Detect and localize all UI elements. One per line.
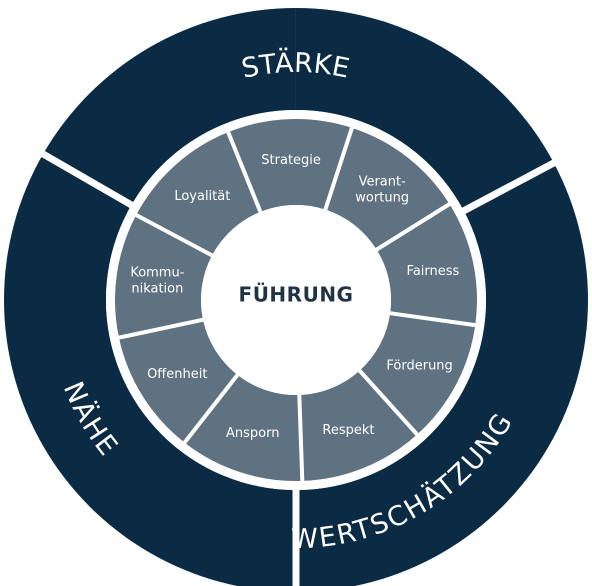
segment-strategie [228, 118, 352, 212]
segment-label: Offenheit [147, 367, 207, 382]
segment-förderung [359, 313, 476, 435]
inner-separator [387, 310, 483, 329]
segment-label: Respekt [322, 423, 374, 438]
inner-separator [178, 372, 241, 450]
outer-ring-band [3, 8, 588, 586]
inner-separator [356, 367, 424, 442]
center-label: FÜHRUNG [239, 283, 354, 307]
inner-separator [223, 124, 264, 215]
inner-separator [111, 317, 206, 342]
inner-separator [373, 198, 457, 253]
inner-separator [297, 392, 305, 488]
center-disc [201, 205, 391, 395]
segment-respekt [299, 370, 418, 481]
outer-separator [39, 149, 135, 210]
segment-label: Ansporn [226, 426, 279, 441]
segment-loyalität [136, 132, 261, 256]
segment-label: Kommu-nikation [130, 266, 184, 297]
segment-verantwortung [325, 127, 450, 250]
segment-label: Förderung [386, 359, 452, 374]
segment-label: Fairness [407, 264, 460, 279]
outer-ring [3, 8, 588, 586]
segment-kommunikation [115, 215, 213, 338]
inner-separator [322, 120, 356, 213]
segment-label: Strategie [261, 153, 321, 168]
segment-label: Loyalität [174, 189, 230, 204]
outer-separator [460, 158, 558, 215]
segment-ansporn [184, 374, 303, 481]
inner-separator [129, 209, 215, 259]
segment-label: Verant-wortung [355, 175, 409, 206]
